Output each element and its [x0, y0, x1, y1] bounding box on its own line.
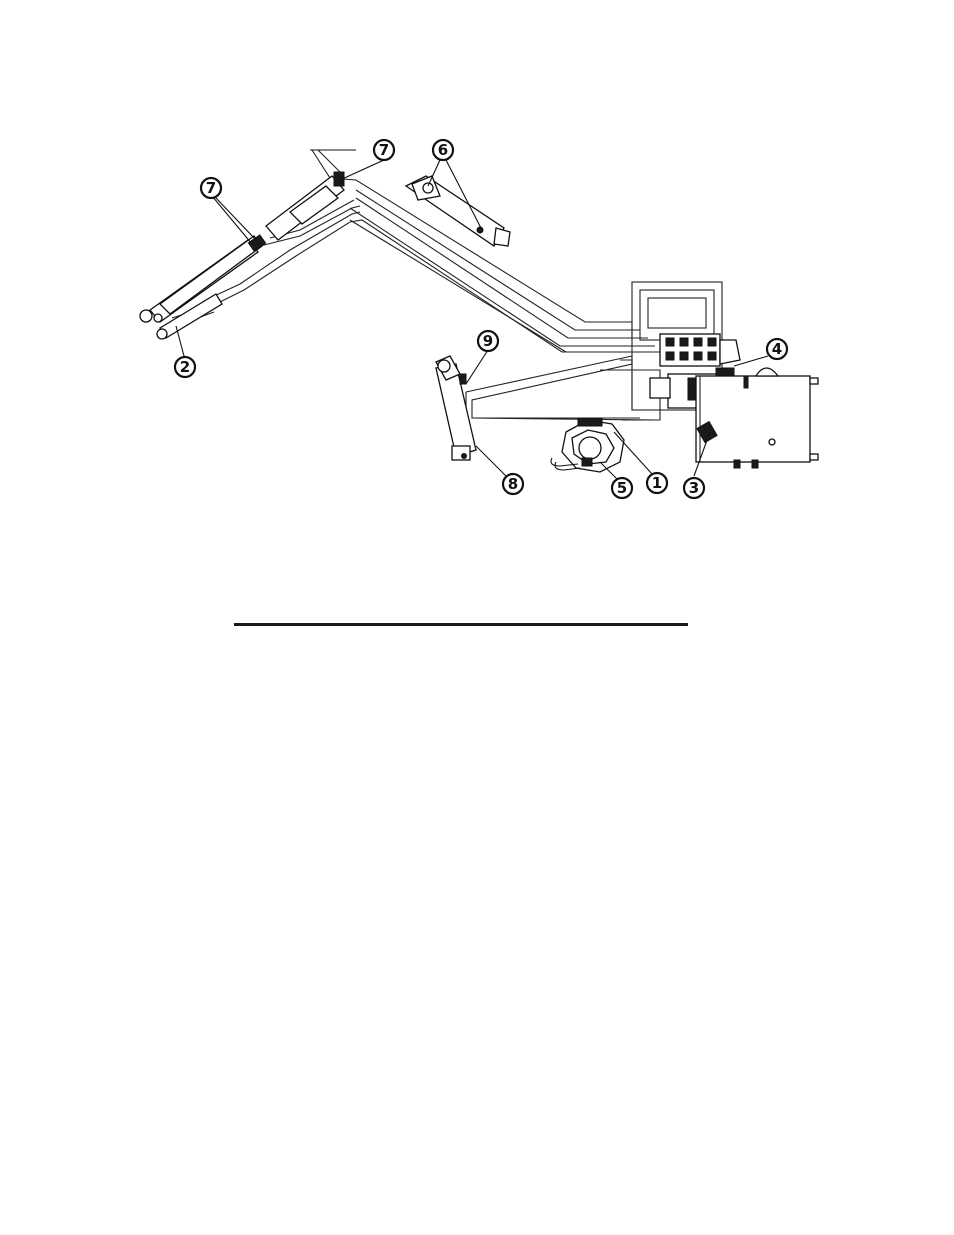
callout-7-left: 7 — [201, 178, 221, 198]
callout-7-top: 7 — [374, 140, 394, 160]
callout-9: 9 — [478, 331, 498, 351]
callout-label: 6 — [438, 141, 448, 159]
callout-label: 5 — [617, 479, 627, 497]
hose-swing-cylinder — [466, 356, 656, 430]
callout-5: 5 — [612, 478, 632, 498]
callout-label: 8 — [508, 475, 518, 493]
callout-label: 9 — [483, 332, 493, 350]
callout-4: 4 — [767, 339, 787, 359]
callout-label: 2 — [180, 358, 190, 376]
callout-6: 6 — [433, 140, 453, 160]
callout-label: 4 — [772, 340, 782, 358]
callout-2: 2 — [175, 357, 195, 377]
swing-cylinder — [436, 356, 476, 460]
callout-8: 8 — [503, 474, 523, 494]
callout-label: 1 — [652, 474, 662, 492]
hydraulic-tank — [696, 368, 818, 468]
hydraulic-pump — [551, 418, 624, 472]
callout-3: 3 — [684, 478, 704, 498]
callout-label: 3 — [689, 479, 699, 497]
callout-label: 7 — [379, 141, 389, 159]
callout-1: 1 — [647, 473, 667, 493]
callout-label: 7 — [206, 179, 216, 197]
horizontal-divider — [234, 623, 688, 626]
bucket-cylinder — [406, 176, 510, 246]
